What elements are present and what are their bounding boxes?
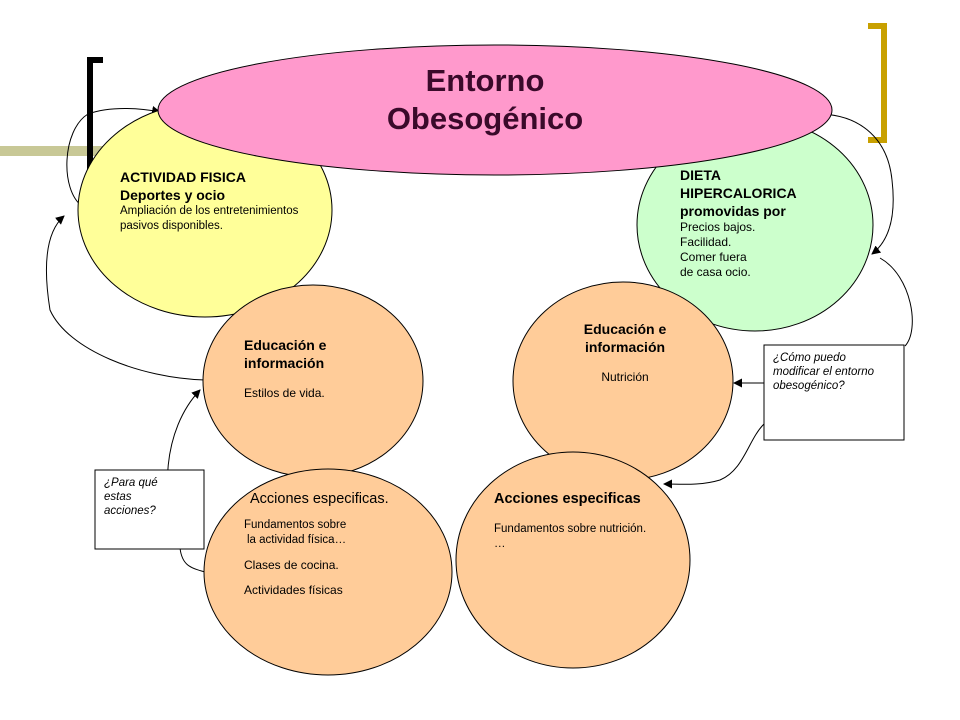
- entorno-obesogenico-ellipse: [157, 44, 833, 176]
- acciones-right-text: Acciones especificas Fundamentos sobre n…: [494, 490, 684, 552]
- note-left-line-3: acciones?: [104, 505, 156, 517]
- note-right-line-2: modificar el entorno: [773, 366, 874, 378]
- connector-loop-left-outer: [45, 215, 206, 381]
- title-line-1: Entorno: [425, 63, 545, 98]
- educacion-left-heading-2: información: [244, 355, 325, 371]
- dieta-text: DIETA HIPERCALORICA promovidas por Preci…: [680, 166, 830, 280]
- accent-bar: [0, 146, 150, 156]
- dieta-detail-1: Precios bajos.: [680, 220, 756, 234]
- acciones-right-detail-1: Fundamentos sobre nutrición.: [494, 523, 647, 535]
- connector-loop-left-top: [66, 106, 161, 207]
- connector-right-note-top: [879, 257, 913, 347]
- dieta-heading-3: promovidas por: [680, 203, 786, 219]
- actividad-fisica-text: ACTIVIDAD FISICA Deportes y ocio Ampliac…: [120, 168, 335, 234]
- educacion-left-heading-1: Educación e: [244, 337, 327, 353]
- acciones-left-heading: Acciones especificas.: [250, 491, 389, 507]
- note-left-line-2: estas: [104, 491, 132, 503]
- dieta-detail-4: de casa ocio.: [680, 265, 751, 279]
- dieta-heading-1: DIETA: [680, 167, 721, 183]
- educacion-right-heading-2: información: [584, 339, 666, 355]
- dieta-detail-2: Facilidad.: [680, 235, 732, 249]
- dieta-detail-3: Comer fuera: [680, 250, 747, 264]
- acciones-left-detail-4: Actividades físicas: [244, 583, 343, 597]
- acciones-right-circle: [455, 451, 691, 669]
- acciones-right-heading: Acciones especificas: [494, 491, 641, 507]
- acciones-left-text: Acciones especificas. Fundamentos sobre …: [244, 490, 444, 598]
- connector-right-note-to-acciones: [663, 423, 765, 489]
- acciones-right-detail-2: …: [494, 538, 506, 550]
- diagram-title: Entorno Obesogénico: [330, 62, 640, 138]
- connector-left-note-down: [179, 547, 206, 573]
- note-box-left: [94, 469, 205, 550]
- title-line-2: Obesogénico: [386, 101, 584, 136]
- note-left-line-1: ¿Para qué: [104, 477, 158, 489]
- note-right-line-3: obesogénico?: [773, 380, 845, 392]
- educacion-right-detail: Nutrición: [601, 370, 649, 384]
- educacion-left-text: Educación e información Estilos de vida.: [244, 336, 404, 401]
- note-left-text: ¿Para qué estas acciones?: [104, 476, 199, 518]
- connector-right-top: [821, 113, 894, 255]
- acciones-left-detail-3: Clases de cocina.: [244, 558, 339, 572]
- note-right-text: ¿Cómo puedo modificar el entorno obesogé…: [773, 351, 901, 393]
- note-box-right: [763, 344, 905, 441]
- left-bracket: [87, 57, 103, 170]
- educacion-right-text: Educación e información Nutrición: [545, 320, 705, 385]
- acciones-left-detail-2: la actividad física…: [247, 534, 347, 546]
- educacion-right-heading-1: Educación e: [583, 321, 667, 337]
- acciones-left-detail-1: Fundamentos sobre: [244, 519, 347, 531]
- dieta-heading-2: HIPERCALORICA: [680, 185, 797, 201]
- actividad-detail-2: pasivos disponibles.: [120, 220, 223, 232]
- note-right-line-1: ¿Cómo puedo: [773, 352, 846, 364]
- actividad-detail-1: Ampliación de los entretenimientos: [120, 205, 299, 217]
- actividad-heading-2: Deportes y ocio: [120, 187, 226, 203]
- educacion-left-detail: Estilos de vida.: [244, 386, 325, 400]
- acciones-left-circle: [203, 468, 453, 676]
- right-bracket: [868, 23, 887, 143]
- actividad-heading-1: ACTIVIDAD FISICA: [120, 169, 246, 185]
